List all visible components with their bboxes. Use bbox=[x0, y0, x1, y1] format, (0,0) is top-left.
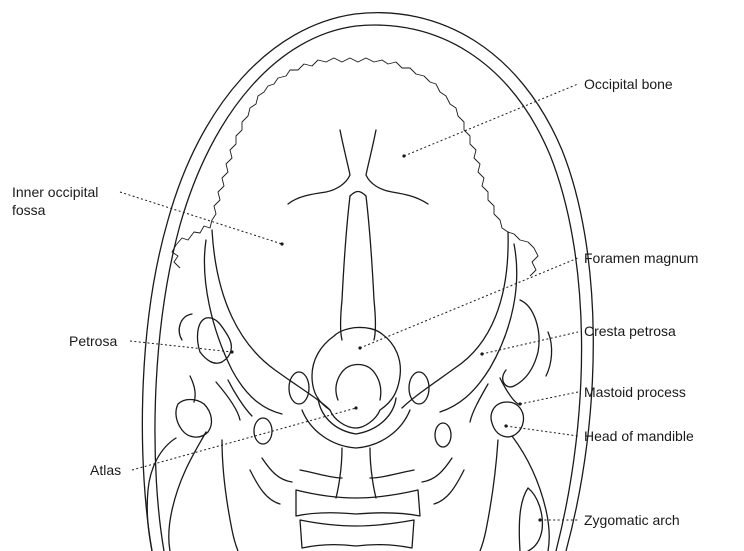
leader-foramen-magnum bbox=[360, 258, 578, 348]
cervical-c3 bbox=[300, 520, 414, 548]
atlas-lower bbox=[302, 410, 410, 448]
pointer-head-of-mandible bbox=[504, 424, 507, 427]
label-cresta-petrosa: Cresta petrosa bbox=[584, 323, 676, 339]
pointer-zygomatic-arch bbox=[538, 518, 541, 521]
right-mastoid-line bbox=[500, 378, 518, 404]
crest-top-join bbox=[350, 192, 366, 197]
leader-atlas bbox=[132, 408, 356, 470]
left-atlas-foramen bbox=[254, 418, 272, 444]
left-condyle bbox=[289, 372, 309, 404]
label-foramen-magnum: Foramen magnum bbox=[584, 250, 698, 266]
internal-occipital-crest bbox=[341, 196, 351, 340]
left-styloid bbox=[216, 382, 240, 420]
foramen-magnum-inner bbox=[342, 365, 381, 401]
foramen-magnum-shape bbox=[312, 327, 400, 428]
right-mastoid-shape bbox=[491, 402, 523, 437]
internal-occipital-crest-right bbox=[366, 196, 376, 340]
leader-occipital-bone bbox=[404, 84, 578, 156]
skull-outer-contour bbox=[142, 13, 593, 551]
left-temporal-bump bbox=[179, 314, 192, 340]
right-styloid bbox=[470, 384, 488, 422]
pointer-occipital-bone bbox=[402, 154, 405, 157]
left-lateral-mass bbox=[250, 458, 292, 504]
left-mastoid-line bbox=[190, 376, 195, 402]
pointer-cresta-petrosa bbox=[480, 352, 483, 355]
right-condyle bbox=[409, 372, 429, 404]
leader-head-of-mandible bbox=[506, 426, 578, 436]
left-mandible-ramus bbox=[169, 432, 206, 551]
leader-mastoid-process bbox=[520, 392, 578, 404]
label-petrosa: Petrosa bbox=[69, 333, 117, 349]
pointer-petrosa bbox=[230, 350, 233, 353]
skull-inner-contour bbox=[155, 25, 582, 551]
right-atlas-foramen bbox=[435, 423, 451, 447]
foramen-magnum-inner-left bbox=[336, 372, 342, 400]
label-inner-occipital-fossa-line2: fossa bbox=[12, 202, 46, 218]
leader-inner-occipital-fossa bbox=[120, 192, 282, 244]
pointer-atlas bbox=[354, 406, 357, 409]
label-inner-occipital-fossa-line1: Inner occipital bbox=[12, 184, 98, 200]
label-occipital-bone: Occipital bone bbox=[584, 76, 673, 92]
right-mandible-inner bbox=[480, 440, 498, 551]
axis-body-top bbox=[300, 470, 414, 478]
sagittal-ridge-left bbox=[288, 130, 350, 204]
lambdoid-suture bbox=[176, 58, 534, 248]
pointer-mastoid-process bbox=[518, 402, 521, 405]
label-head-of-mandible: Head of mandible bbox=[584, 428, 694, 444]
label-mastoid-process: Mastoid process bbox=[584, 384, 686, 400]
left-mandible-inner bbox=[222, 440, 238, 551]
axis-body bbox=[296, 490, 420, 516]
right-fossa-outline bbox=[402, 232, 508, 408]
pointer-inner-occipital-fossa bbox=[280, 242, 283, 245]
axis-dens bbox=[336, 448, 376, 498]
right-mandible-ramus bbox=[512, 436, 549, 551]
label-atlas: Atlas bbox=[90, 462, 121, 478]
leader-cresta-petrosa bbox=[482, 332, 578, 354]
suture-lower-left bbox=[172, 245, 180, 268]
pointer-foramen-magnum bbox=[358, 346, 361, 349]
sagittal-ridge-right bbox=[366, 130, 428, 204]
cresta-petrosa-right-shape bbox=[503, 300, 539, 387]
suture-lower-right bbox=[530, 248, 538, 276]
right-lateral-mass bbox=[422, 458, 464, 504]
label-zygomatic-arch: Zygomatic arch bbox=[584, 512, 680, 528]
left-mastoid-inner bbox=[228, 380, 252, 416]
